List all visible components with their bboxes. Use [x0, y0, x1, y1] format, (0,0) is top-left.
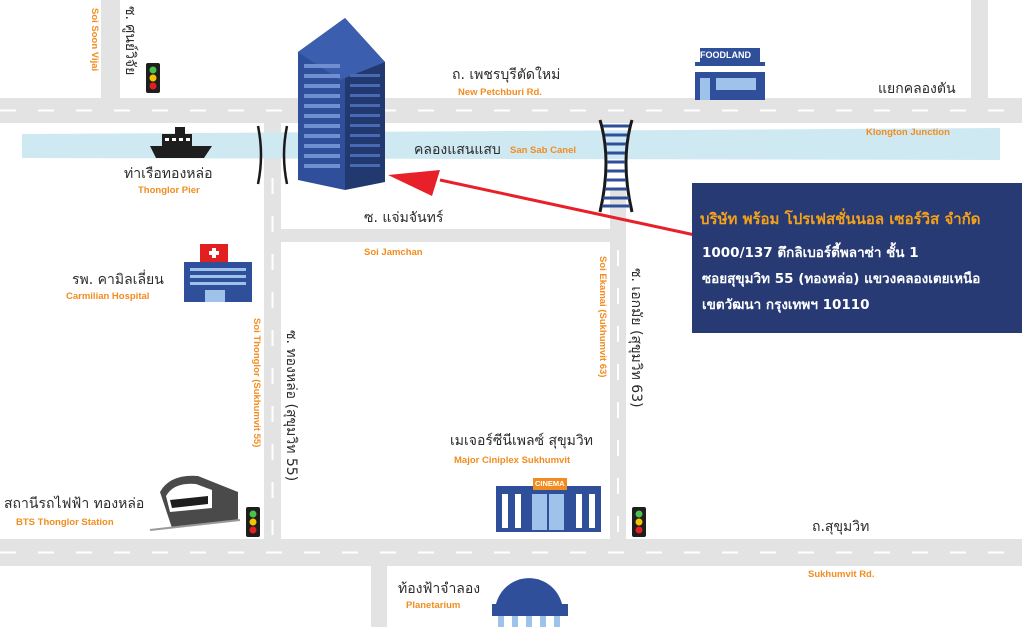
hospital-label-th: รพ. คามิลเลี่ยน — [72, 272, 164, 288]
cinema-icon — [496, 478, 601, 532]
hospital-icon — [184, 244, 252, 302]
bts-station-label-th: สถานีรถไฟฟ้า ทองหล่อ — [4, 496, 145, 512]
ekamai-road-label-en: Soi Ekamai (Sukhumvit 63) — [597, 256, 608, 378]
jamchan-road-label-en: Soi Jamchan — [364, 247, 423, 258]
planetarium-road — [371, 566, 387, 627]
company-address-line-2: ซอยสุขุมวิท 55 (ทองหล่อ) แขวงคลองเตยเหนื… — [702, 271, 981, 287]
foodland-sign: FOODLAND — [700, 50, 751, 60]
traffic-light-icon — [632, 507, 646, 537]
planetarium-label-en: Planetarium — [406, 600, 461, 611]
cinema-sign: CINEMA — [535, 479, 565, 488]
klongton-junction-label-en: Klongton Junction — [866, 127, 950, 138]
planetarium-icon — [492, 578, 568, 627]
traffic-light-icon — [146, 63, 160, 93]
planetarium-label-th: ท้องฟ้าจำลอง — [398, 581, 481, 597]
soonvijai-road-label-en: Soi Soon Vijai — [89, 8, 100, 72]
road-dashes — [0, 109, 1022, 554]
san-sab-canal-label-th: คลองแสนแสบ — [414, 142, 501, 158]
thonglor-road-label-en: Soi Thonglor (Sukhumvit 55) — [251, 318, 262, 448]
company-name: บริษัท พร้อม โปรเฟสชั่นนอล เซอร์วิส จำกั… — [700, 210, 981, 228]
location-arrow — [388, 170, 719, 242]
soonvijai-road — [101, 0, 120, 98]
sukhumvit-road-label-en: Sukhumvit Rd. — [808, 569, 875, 580]
jamchan-road-label-th: ซ. แจ่มจันทร์ — [364, 210, 444, 226]
company-info-box: บริษัท พร้อม โปรเฟสชั่นนอล เซอร์วิส จำกั… — [692, 183, 1022, 333]
bridge-icon — [256, 125, 289, 185]
soonvijai-road-label-th: ซ. ศูนย์วิจัย — [122, 6, 138, 76]
san-sab-canal-label-en: San Sab Canel — [510, 145, 576, 156]
company-address-line-1: 1000/137 ตึกลิเบอร์ตี้พลาซ่า ชั้น 1 — [702, 245, 919, 261]
canal — [22, 128, 1000, 160]
bridge-icon — [598, 119, 634, 213]
hospital-label-en: Carmilian Hospital — [66, 291, 150, 302]
ship-icon — [150, 127, 212, 158]
sukhumvit-road-label-th: ถ.สุขุมวิท — [812, 519, 870, 535]
petchburi-road-label-th: ถ. เพชรบุรีตัดใหม่ — [452, 67, 561, 83]
thonglor-road-label-th: ซ. ทองหล่อ (สุขุมวิท 55) — [283, 330, 299, 482]
jamchan-road — [281, 229, 610, 242]
san-sab-canal — [22, 128, 1000, 160]
klongton-junction-label-th: แยกคลองตัน — [878, 81, 956, 97]
major-cineplex-label-en: Major Ciniplex Sukhumvit — [454, 455, 571, 466]
major-cineplex-label-th: เมเจอร์ซีนีเพลซ์ สุขุมวิท — [450, 433, 593, 449]
thonglor-pier-label-th: ท่าเรือทองหล่อ — [124, 166, 213, 182]
petchburi-road-label-en: New Petchburi Rd. — [458, 87, 542, 98]
ekamai-road-label-th: ซ. เอกมัย (สุขุมวิท 63) — [628, 268, 644, 408]
company-address-line-3: เขตวัฒนา กรุงเทพฯ 10110 — [702, 297, 870, 313]
bts-station-label-en: BTS Thonglor Station — [16, 517, 114, 528]
thonglor-pier-label-en: Thonglor Pier — [138, 185, 200, 196]
train-icon — [149, 475, 241, 531]
klongton-road-north — [971, 0, 988, 98]
office-building-icon — [298, 18, 385, 190]
traffic-light-icon — [246, 507, 260, 537]
foodland-store-icon — [692, 48, 768, 100]
